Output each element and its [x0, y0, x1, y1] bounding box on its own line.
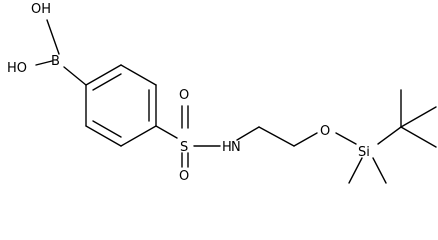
bond-carbon-carbon	[258, 126, 295, 147]
ring-bond	[85, 125, 122, 147]
ring-bond	[120, 64, 157, 86]
chemical-structure: OH HO B S O O H N O Si	[7, 2, 437, 184]
atom-label-hydroxyl-top: OH	[31, 2, 51, 17]
atom-label-silicon: Si	[358, 145, 370, 160]
bond-oxygen-silicon	[335, 132, 357, 145]
bond-carbon-oxygen	[293, 132, 318, 147]
atom-label-hydroxyl-left: HO	[7, 61, 27, 76]
ring-inner-double-bond	[92, 73, 122, 91]
bond-silicon-tert-butyl	[377, 126, 402, 145]
bond-silicon-methyl	[348, 157, 363, 184]
bond-ring-sulfur	[155, 125, 178, 139]
atom-label-amine-hydrogen: H	[222, 140, 232, 155]
bond-tert-butyl-methyl	[400, 106, 437, 128]
bond-boron-ho-left	[35, 60, 53, 66]
bond-nitrogen-carbon	[236, 126, 260, 141]
bond-ring-boron	[63, 66, 87, 86]
atom-label-ether-oxygen: O	[320, 124, 330, 139]
atom-label-boron: B	[51, 54, 60, 69]
atom-label-sulfonyl-oxygen-bottom: O	[179, 169, 189, 184]
benzene-ring	[85, 64, 157, 147]
bond-tert-butyl-methyl	[400, 126, 437, 148]
atom-label-sulfur: S	[180, 140, 188, 155]
atom-label-sulfonyl-oxygen-top: O	[179, 88, 189, 103]
atom-label-amine-nitrogen: N	[231, 140, 241, 155]
bond-silicon-methyl	[372, 157, 387, 184]
ring-bond	[85, 64, 122, 86]
ring-inner-double-bond	[92, 120, 122, 138]
ring-bond	[120, 125, 157, 147]
bond-boron-oh-top	[46, 19, 60, 55]
